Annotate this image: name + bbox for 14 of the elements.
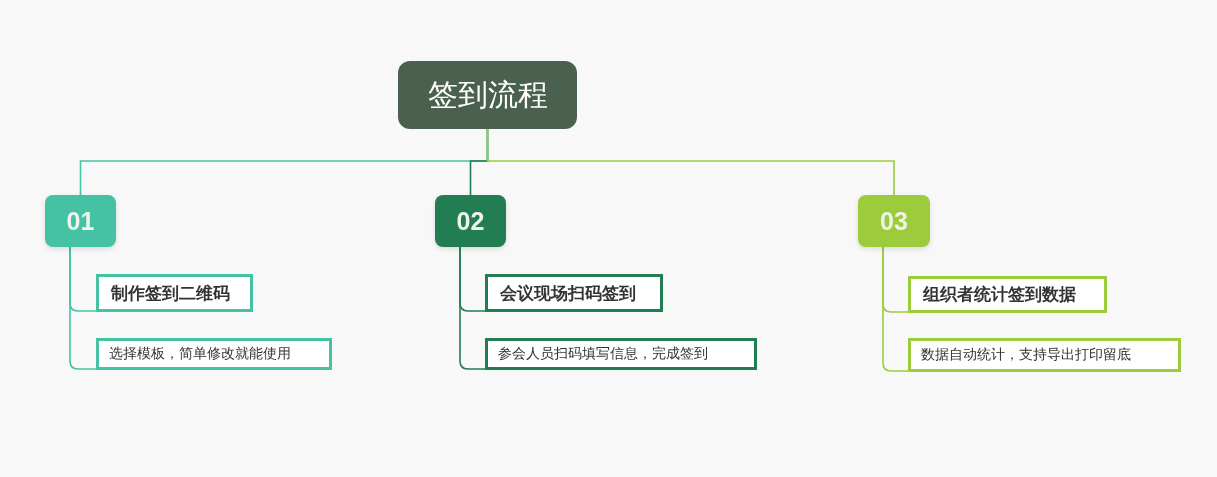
connector-line [69,246,97,370]
step-title-box: 组织者统计签到数据 [908,276,1107,313]
root-topic-box: 签到流程 [398,61,577,129]
connector-line [882,246,909,372]
step-description-box: 参会人员扫码填写信息，完成签到 [485,338,757,370]
step-title-box: 会议现场扫码签到 [485,274,663,312]
step-number-box: 01 [45,195,116,247]
step-description-box: 选择模板，简单修改就能使用 [96,338,332,370]
step-number-box: 03 [858,195,930,247]
step-description-box: 数据自动统计，支持导出打印留底 [908,338,1181,372]
connector-line [459,246,486,370]
connector-line [486,128,895,196]
step-title-box: 制作签到二维码 [96,274,253,312]
step-number-box: 02 [435,195,506,247]
